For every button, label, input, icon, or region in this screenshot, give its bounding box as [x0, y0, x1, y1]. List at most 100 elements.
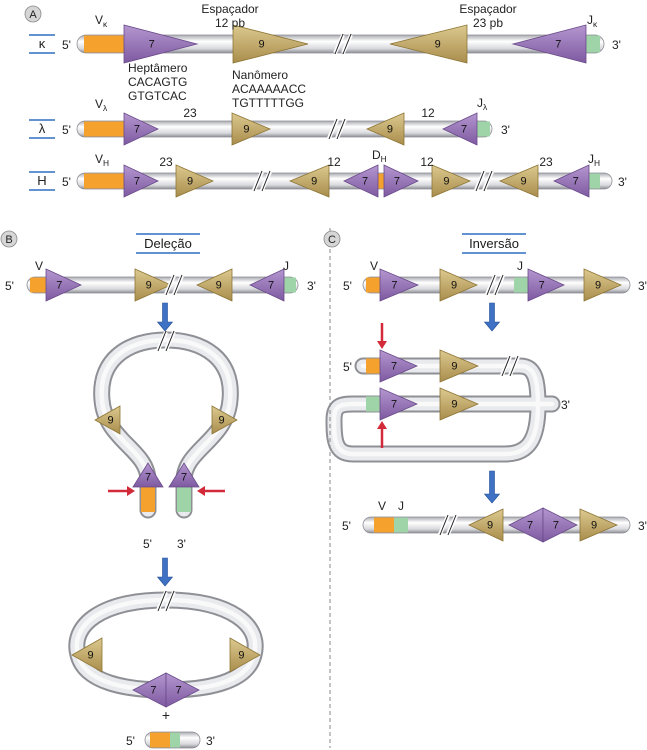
heavy-nonamer-1 [175, 164, 215, 198]
c-fold-heptamer-2 [379, 387, 419, 421]
c-top-heptamer-1 [379, 268, 420, 302]
c-fold-heptamer-2-label: 7 [391, 399, 397, 411]
spacer-23-line1: Espaçador [459, 2, 516, 16]
b-top-nonamer-1 [134, 268, 172, 302]
heavy-heptamer-1-label: 7 [134, 176, 140, 188]
c-res-j-label: J [398, 499, 404, 513]
b-top-v-label: V [35, 259, 43, 273]
c-res-5prime: 5' [342, 519, 351, 533]
b-loop-3prime: 3' [177, 537, 186, 551]
c-top-nonamer-1-label: 9 [451, 280, 457, 292]
b-loop-heptamer-1-label: 7 [145, 471, 151, 483]
lambda-break-line-0 [328, 118, 338, 140]
c-fold-3prime: 3' [561, 398, 570, 412]
c-res-break-line-0 [439, 514, 449, 536]
heavy-nonamer-3-label: 9 [443, 176, 449, 188]
badge-c [323, 230, 341, 248]
heavy-heptamer-d2-label: 7 [394, 176, 400, 188]
row-lambda-bracket [29, 119, 55, 139]
b-arrow-1 [156, 302, 174, 332]
c-res-v-segment [374, 517, 394, 533]
c-res-j-segment [394, 517, 408, 533]
heavy-heptamer-2-label: 7 [573, 176, 579, 188]
b-joint-j-segment [170, 732, 180, 748]
b-top-break-line-0 [165, 274, 175, 296]
nonamer-seq1: ACAAAAACC [232, 82, 306, 96]
lambda-nonamer-1-label: 9 [243, 124, 249, 136]
heavy-spacer-23a: 23 [159, 155, 173, 169]
c-fold-heptamer-1 [379, 349, 419, 383]
c-res-heptamer-1-label: 7 [527, 520, 533, 532]
heptamer-seq1: CACAGTG [128, 75, 187, 89]
heavy-heptamer-d1 [343, 164, 379, 198]
c-top-heptamer-1-label: 7 [391, 280, 397, 292]
row-heavy-symbol: H [37, 173, 46, 188]
spacer-12-line1: Espaçador [201, 2, 258, 16]
row-heavy-bracket [29, 171, 55, 191]
kappa-nonamer-2 [389, 24, 468, 64]
c-top-heptamer-2 [527, 268, 565, 302]
heptamer-title: Heptâmero [128, 61, 188, 75]
b-top-j-label: J [283, 259, 289, 273]
kappa-heptamer-1 [123, 24, 199, 64]
c-top-break-line-1 [494, 274, 504, 296]
heavy-heptamer-d1-label: 7 [362, 176, 368, 188]
b-circle-nonamer-2 [229, 637, 261, 673]
kappa-5prime: 5' [62, 38, 71, 52]
spacer-12-line2: 12 pb [215, 16, 245, 30]
kappa-heptamer-1-label: 7 [149, 39, 155, 51]
b-circle-heptamer-2-label: 7 [175, 685, 181, 697]
b-loop-heptamer-2 [168, 462, 200, 488]
row-kappa-symbol: κ [39, 36, 46, 51]
b-top-heptamer-2 [249, 268, 285, 302]
kappa-v-label: Vκ [95, 13, 108, 29]
kappa-nonamer-1-label: 9 [258, 39, 264, 51]
lambda-v-segment [84, 121, 124, 137]
heptamer-seq2: GTGTCAC [128, 89, 187, 103]
c-fold-break-line-0 [501, 355, 511, 377]
nonamer-seq2: TGTTTTTGG [232, 96, 304, 110]
c-res-nonamer-1-label: 9 [487, 520, 493, 532]
c-arrow-2 [483, 470, 501, 504]
b-red-arrow-right-head [197, 486, 205, 496]
b-loop-heptamer-1 [132, 462, 164, 488]
lambda-heptamer-2-label: 7 [461, 124, 467, 136]
b-red-arrow-left-head [127, 486, 135, 496]
heavy-nonamer-4 [498, 164, 539, 198]
kappa-v-segment [84, 35, 124, 53]
b-top-3prime: 3' [307, 279, 316, 293]
kappa-nonamer-2-label: 9 [435, 39, 441, 51]
b-top-heptamer-1-label: 7 [56, 280, 62, 292]
b-top-v-segment [30, 277, 46, 293]
c-fold-shine [331, 363, 555, 457]
heavy-nonamer-3 [431, 164, 472, 198]
c-res-nonamer-2 [579, 508, 619, 542]
nonamer-title: Nanômero [232, 68, 288, 82]
b-top-break-line-1 [173, 274, 183, 296]
lambda-nonamer-2 [365, 112, 405, 146]
kappa-break-line-0 [334, 33, 344, 55]
heavy-heptamer-1 [123, 164, 159, 198]
c-fold-5prime: 5' [343, 360, 352, 374]
b-loop-heptamer-2-label: 7 [181, 471, 187, 483]
c-top-5prime: 5' [343, 279, 352, 293]
b-loop-j-segment [177, 487, 191, 512]
c-top-nonamer-1 [439, 268, 479, 302]
kappa-j-segment [586, 35, 600, 53]
b-circle-heptamer-1-label: 7 [150, 685, 156, 697]
b-joint-v-segment [150, 732, 170, 748]
c-top-j-segment [514, 277, 528, 293]
heavy-break-2-line-1 [483, 170, 493, 192]
b-plus: + [162, 707, 170, 723]
heavy-break-1-line-1 [261, 170, 271, 192]
heavy-heptamer-d2 [383, 164, 419, 198]
row-kappa-bracket [29, 34, 55, 54]
c-fold-nonamer-1 [439, 349, 480, 383]
lambda-break-line-1 [336, 118, 346, 140]
b-loop-nonamer-1 [94, 405, 121, 435]
lambda-5prime: 5' [62, 123, 71, 137]
c-fold-nonamer-2 [439, 387, 480, 421]
heavy-d-segment [378, 173, 384, 189]
lambda-heptamer-2 [442, 112, 478, 146]
